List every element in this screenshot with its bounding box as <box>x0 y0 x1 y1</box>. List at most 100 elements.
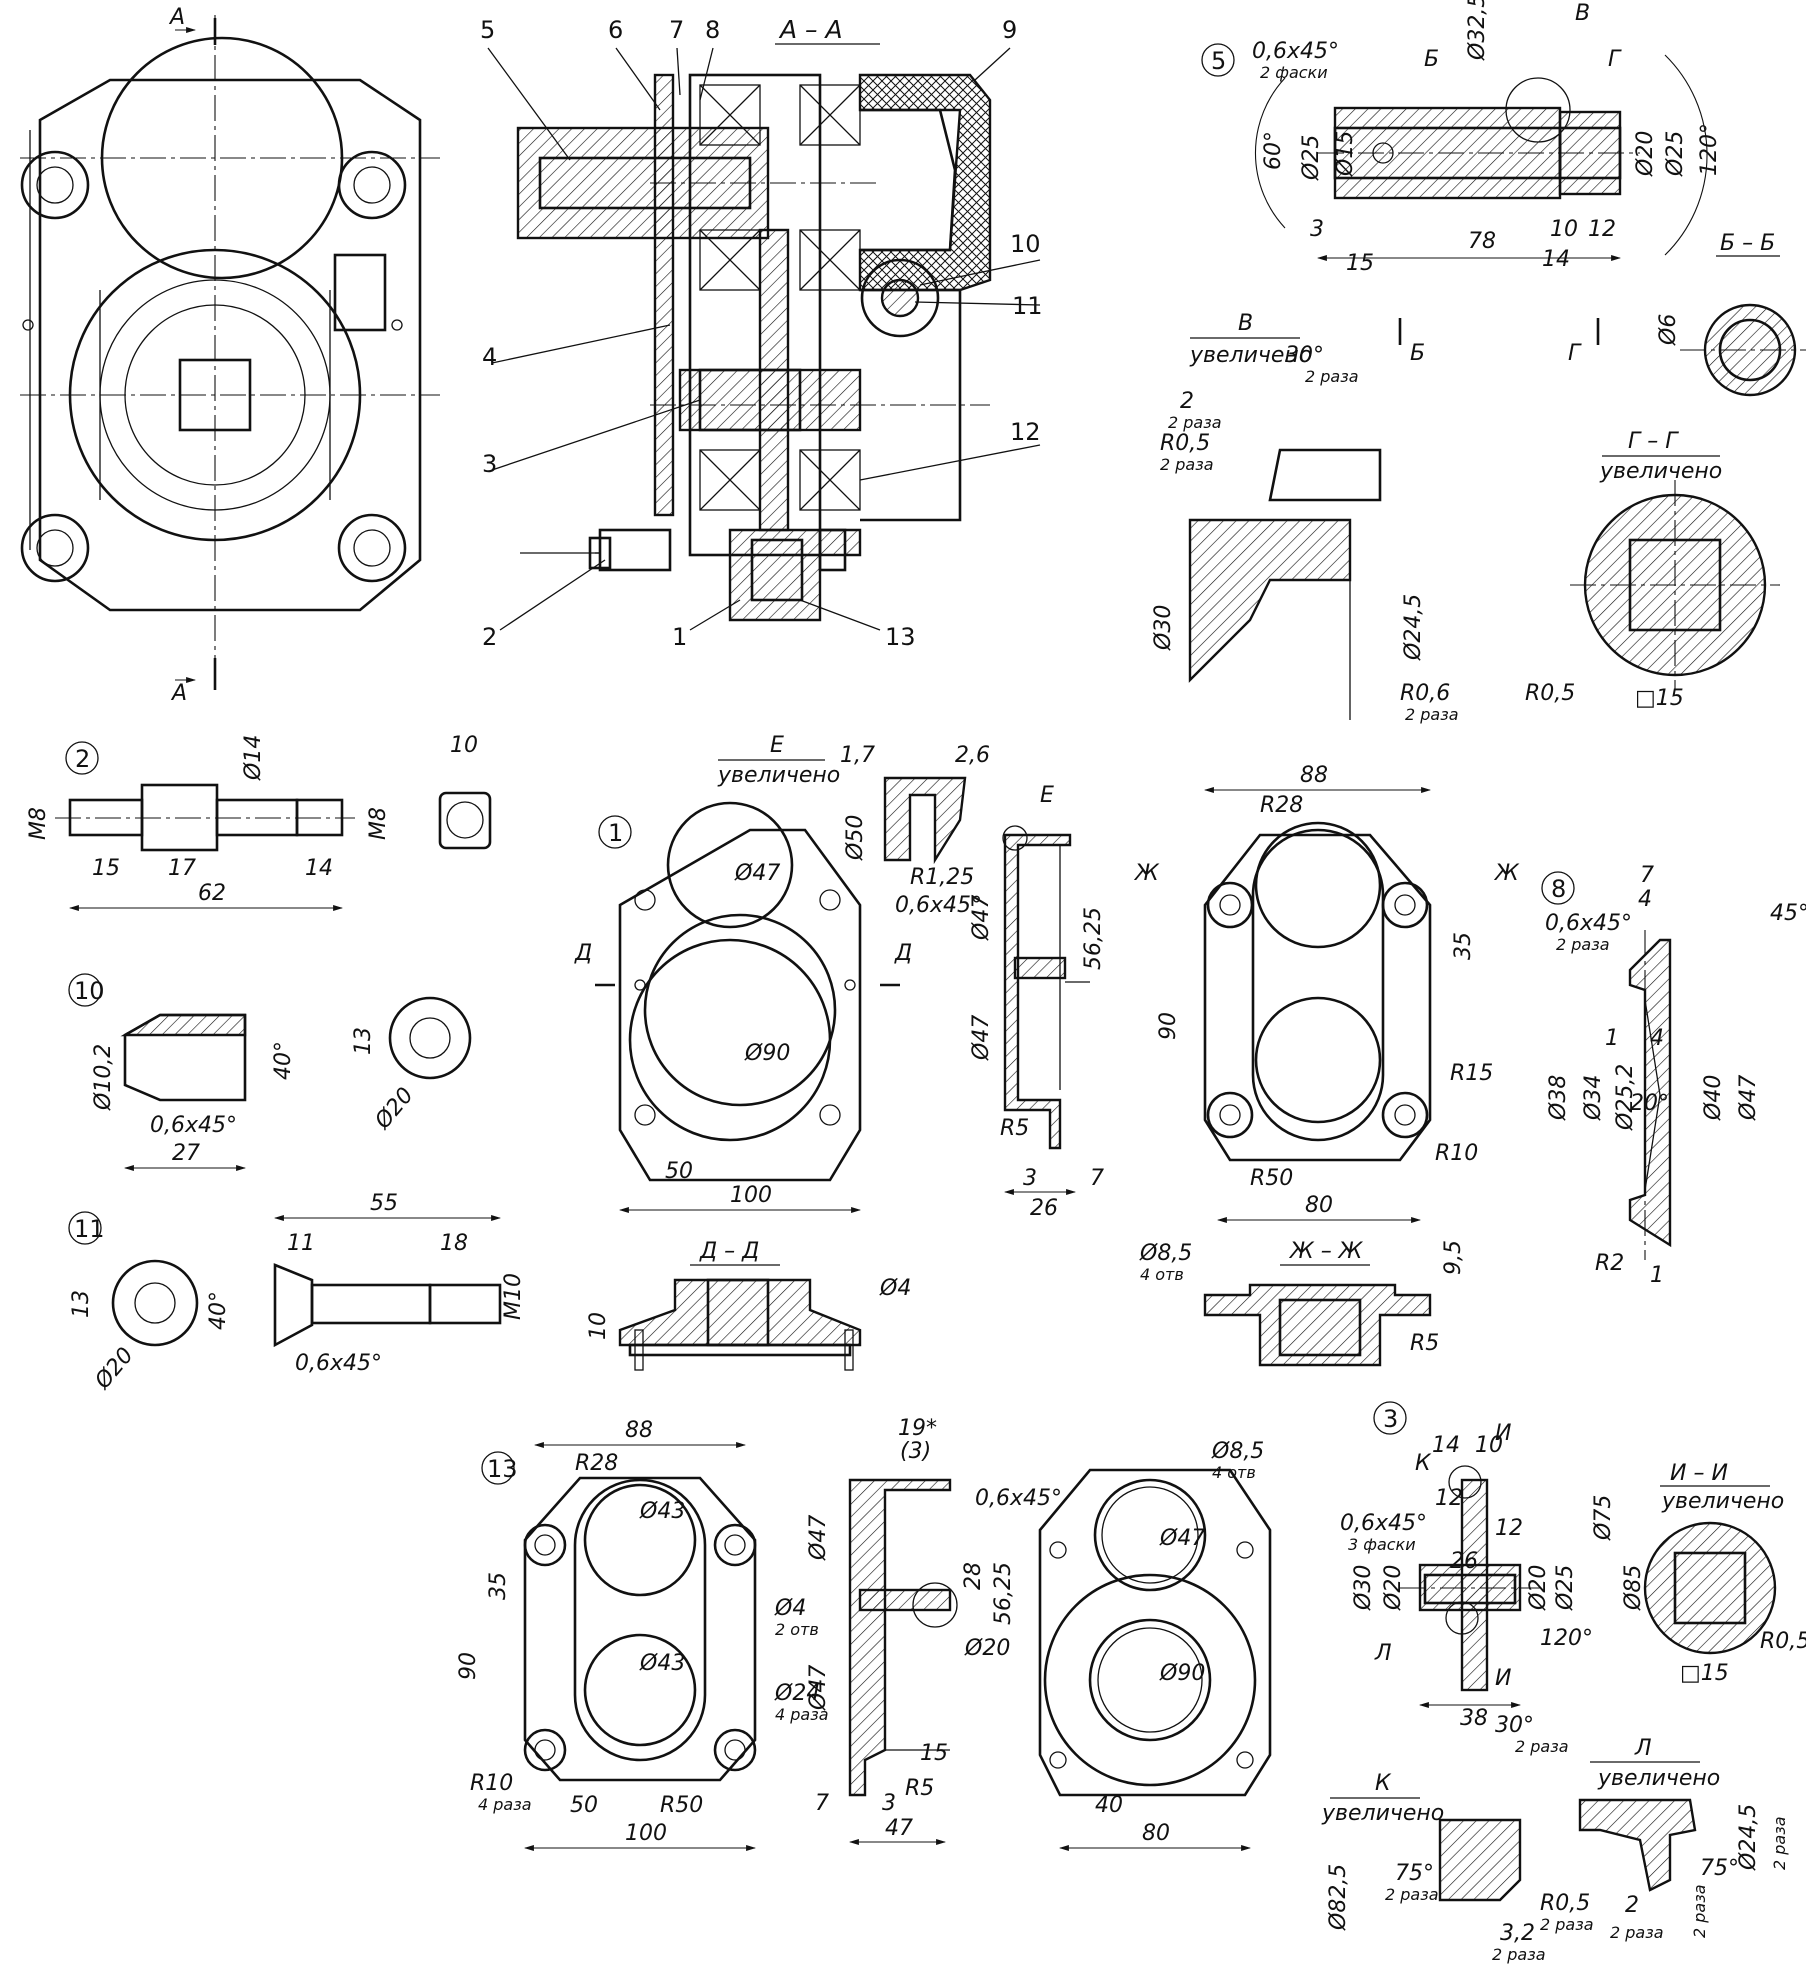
part1-l50: 50 <box>665 1159 693 1184</box>
side13-l3: (3) <box>900 1439 931 1464</box>
part10-ch: 0,6x45° <box>150 1113 237 1138</box>
part1-d47: Ø47 <box>734 861 780 886</box>
part1-section-dd: Д – Д Ø4 10 <box>586 1239 911 1371</box>
part8-a45: 45° <box>1770 901 1806 926</box>
part13-side-view: 19* (3) 0,6x45° Ø47 Ø47 28 56,25 Ø20 15 … <box>806 1416 1062 1845</box>
part1-sec-left: Д <box>574 941 592 966</box>
detail-e-title: Е <box>770 733 784 758</box>
section-mark-bottom: А <box>170 681 187 706</box>
detail-v-a30: 30° <box>1285 343 1324 368</box>
side1-d47b: Ø47 <box>969 1015 994 1061</box>
side13-l3b: 3 <box>882 1791 896 1816</box>
part2-l62: 62 <box>198 881 226 906</box>
part5-ref-v: В <box>1575 1 1590 26</box>
part8-d252: Ø25,2 <box>1613 1064 1638 1131</box>
part13-l35: 35 <box>486 1572 511 1600</box>
part13-d43a: Ø43 <box>639 1499 685 1524</box>
detail-k-title: К <box>1375 1771 1392 1796</box>
part2-d14: Ø14 <box>241 735 266 781</box>
part3-l: Л <box>1374 1641 1392 1666</box>
part1-d90: Ø90 <box>744 1041 790 1066</box>
part3-num: 3 <box>1383 1405 1398 1433</box>
detail-v-title: В <box>1238 311 1253 336</box>
section-zz-title: Ж – Ж <box>1288 1239 1364 1264</box>
back1-sec-right: Ж <box>1493 861 1520 886</box>
detail-l-l2n: 2 раза <box>1610 1923 1664 1942</box>
pos-11: 11 <box>1012 292 1043 320</box>
part1-num: 1 <box>608 819 623 847</box>
bolt-top-left <box>20 150 90 220</box>
side1-d47a: Ø47 <box>969 895 994 941</box>
back13-d47: Ø47 <box>1159 1526 1205 1551</box>
part3-d85: Ø85 <box>1621 1565 1646 1611</box>
part11-l11: 11 <box>287 1231 315 1256</box>
part8-l1b: 1 <box>1650 1263 1664 1288</box>
part3-d25: Ø25 <box>1553 1565 1578 1611</box>
back13-l80: 80 <box>1142 1821 1170 1846</box>
section-gg-title: Г – Г <box>1628 429 1679 454</box>
detail-l-title: Л <box>1634 1736 1652 1761</box>
pos-5: 5 <box>480 16 495 44</box>
section-zz-d85n: 4 отв <box>1140 1265 1184 1284</box>
side13-l19: 19* <box>898 1416 937 1441</box>
part-13: 13 88 R28 Ø43 Ø43 35 90 Ø4 2 отв Ø24 4 р… <box>456 1418 829 1851</box>
section-zz-d85: Ø8,5 <box>1139 1241 1192 1266</box>
part5-num: 5 <box>1211 47 1226 75</box>
detail-e-ch: 0,6x45° <box>895 893 982 918</box>
side1-l26: 26 <box>1030 1196 1058 1221</box>
section-zz-l95: 9,5 <box>1441 1240 1466 1275</box>
back1-r50: R50 <box>1250 1166 1293 1191</box>
back1-sec-left: Ж <box>1133 861 1160 886</box>
part5-section-gg: Г – Г увеличено R0,5 □15 <box>1525 429 1780 711</box>
part8-chn: 2 раза <box>1556 935 1610 954</box>
side13-l5625: 56,25 <box>991 1562 1016 1625</box>
part3-d20b: Ø20 <box>1526 1565 1551 1611</box>
part13-d24n: 4 раза <box>775 1705 829 1724</box>
side13-ch: 0,6x45° <box>975 1486 1062 1511</box>
part13-num: 13 <box>487 1455 518 1483</box>
part3-detail-k: К увеличено 30° 2 раза Ø82,5 75° 2 раза … <box>1321 1713 1569 1964</box>
part3-d30: Ø30 <box>1351 1565 1376 1611</box>
detail-l-r05n: 2 раза <box>1540 1915 1594 1934</box>
part8-l4: 4 <box>1638 887 1652 912</box>
part11-m10: M10 <box>501 1273 526 1320</box>
back13-d85: Ø8,5 <box>1211 1439 1264 1464</box>
section-zz-r5: R5 <box>1410 1331 1439 1356</box>
side1-l5625: 56,25 <box>1081 907 1106 970</box>
back1-l35: 35 <box>1451 932 1476 960</box>
pos-2: 2 <box>482 623 497 651</box>
part11-ch: 0,6x45° <box>295 1351 382 1376</box>
part8-d40: Ø40 <box>1701 1075 1726 1121</box>
part11-a40: 40° <box>206 1291 231 1330</box>
part5-ref-b-low: Б <box>1410 341 1425 366</box>
pos-4: 4 <box>482 343 497 371</box>
part10-l27: 27 <box>172 1141 200 1166</box>
bolt-bottom-left <box>20 513 90 583</box>
part8-a20: 20° <box>1630 1091 1669 1116</box>
pos-1: 1 <box>672 623 687 651</box>
part8-l7: 7 <box>1640 863 1654 888</box>
part-11: 11 13 Ø20 55 11 18 M10 40° 0,6x45° <box>68 1191 526 1395</box>
side13-l28: 28 <box>961 1562 986 1590</box>
part5-l14: 14 <box>1542 247 1570 272</box>
section-ii-title: И – И <box>1670 1461 1728 1486</box>
pos-8: 8 <box>705 16 720 44</box>
side13-d20: Ø20 <box>964 1636 1010 1661</box>
back1-r15: R15 <box>1450 1061 1493 1086</box>
part5-l10: 10 <box>1550 217 1578 242</box>
part3-ref-i: И <box>1495 1421 1511 1446</box>
detail-k-a75n: 2 раза <box>1385 1885 1439 1904</box>
part5-detail-v: В увеличено 30° 2 раза 2 2 раза R0,5 2 р… <box>1151 311 1459 724</box>
position-callouts: 5 6 7 8 9 10 11 4 3 12 2 1 13 <box>480 16 1043 651</box>
pos-10: 10 <box>1010 230 1041 258</box>
part3-ch: 0,6x45° <box>1340 1511 1427 1536</box>
assembly-front-view: А А <box>20 5 440 706</box>
part2-num: 2 <box>75 745 90 773</box>
part5-l15: 15 <box>1346 251 1374 276</box>
detail-l-a75n: 2 раза <box>1690 1884 1709 1938</box>
part5-d325: Ø32,5 <box>1465 0 1490 61</box>
part3-ref-i-low: И <box>1495 1666 1511 1691</box>
back13-l40: 40 <box>1095 1793 1123 1818</box>
part8-ch: 0,6x45° <box>1545 911 1632 936</box>
part13-r10: R10 <box>470 1771 513 1796</box>
